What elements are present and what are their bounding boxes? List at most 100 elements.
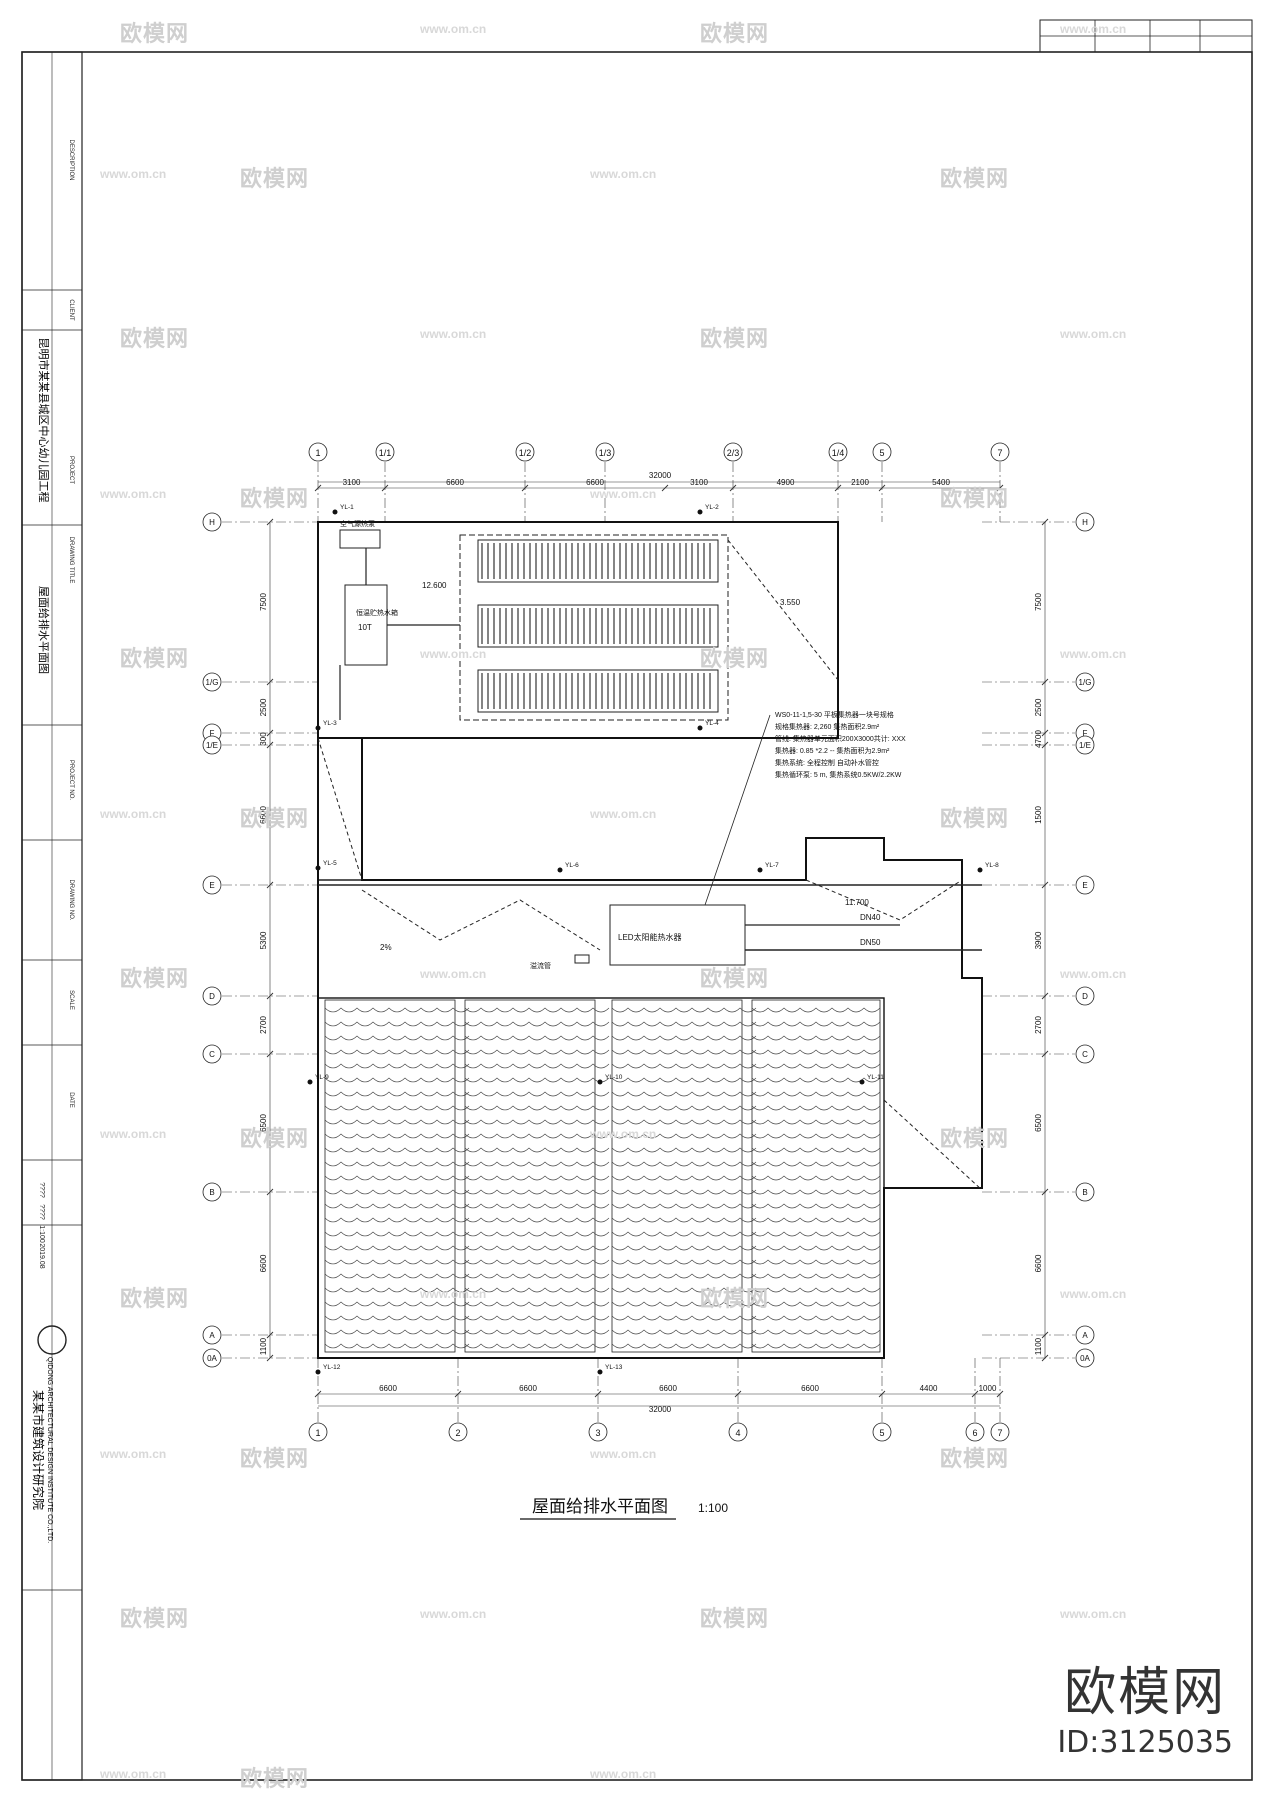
grid-label-right: C [1082,1050,1088,1059]
brand-id: ID:3125035 [1057,1725,1233,1760]
led-solar-water-heater [609,904,746,966]
title-block-row-label: DESCRIPTION [68,139,74,180]
grid-bubble-right [1075,1044,1095,1064]
watermark-domain: www.om.cn [590,1447,657,1461]
equipment-room: 空气源热泵 恒温贮热水箱 10T 12.600 [339,519,460,720]
dim-bottom: 4400 [920,1384,938,1393]
grid-bubble-right [1075,875,1095,895]
grid-label-left: A [209,1331,215,1340]
watermark-domain: www.om.cn [1060,647,1127,661]
watermark-brand: 欧模网 [700,966,770,991]
dim-left: 5300 [259,931,268,949]
grid-label-right: H [1082,518,1088,527]
heater-label: LED太阳能热水器 [618,932,682,942]
pipe-size-label-2: DN50 [860,938,881,947]
watermark-brand: 欧模网 [240,1126,310,1151]
watermark-domain: www.om.cn [590,807,657,821]
watermark-domain: www.om.cn [590,1767,657,1781]
pipe-tag: YL-6 [565,862,579,869]
grid-bubble-bottom [588,1422,608,1442]
dim-right: 2500 [1034,698,1043,716]
grid-bubble-bottom [448,1422,468,1442]
grid-label-left: B [209,1188,214,1197]
roof-drain-mark [557,867,563,873]
title-block-row-label: PROJECT NO. [68,760,74,801]
grid-bubble-left [202,512,222,532]
note-line-5: 集热系统: 全程控制 自动补水管控 [775,758,879,767]
watermark-brand: 欧模网 [240,1446,310,1471]
grid-bubble-right [1075,1348,1095,1368]
dim-bottom: 6600 [801,1384,819,1393]
title-block-row-label: DRAWING TITLE [68,537,74,584]
dim-total-top: 32000 [649,471,672,480]
grid-label-right: E [1082,881,1087,890]
grid-bubble-right [1075,512,1095,532]
pipe-tag: YL-1 [340,504,354,511]
watermark-brand: 欧模网 [700,1606,770,1631]
dim-top: 3100 [343,478,361,487]
roof-drain-mark [597,1369,603,1375]
grid-bubble-top [872,442,892,462]
dim-right: 3900 [1034,931,1043,949]
grid-label-bottom: 5 [879,1428,884,1438]
watermark-brand: 欧模网 [700,326,770,351]
dim-right: 6500 [1034,1114,1043,1132]
grid-label-right: B [1082,1188,1087,1197]
grid-label-top: 1/2 [519,448,532,458]
grid-bubble-bottom [965,1422,985,1442]
dim-bottom: 6600 [659,1384,677,1393]
solar-array-frame [459,534,729,721]
note-line-1: WS0-11-1,5-30 平板集热器一块号规格 [775,710,894,719]
drawing-scale: 1:100 [698,1501,728,1515]
institute-name-cn: 某某市建筑设计研究院 [31,1390,46,1510]
grid-label-left: 0A [207,1354,217,1363]
dim-left: 7500 [259,593,268,611]
grid-bubble-right [1075,1325,1095,1345]
watermark-brand: 欧模网 [940,1446,1010,1471]
middle-equipment: LED太阳能热水器 DN40 DN50 11.700 溢流管 2% 3.550 [317,539,983,1191]
dim-left: 300 [259,732,268,746]
watermark-domain: www.om.cn [1060,22,1127,36]
dim-top: 5400 [932,478,950,487]
watermark-brand: 欧模网 [120,646,190,671]
grid-label-bottom: 3 [595,1428,600,1438]
dim-right: 2700 [1034,1016,1043,1034]
pipe-size-label: DN40 [860,913,881,922]
overflow-valve [574,954,590,964]
grid-label-top: 1/4 [832,448,845,458]
dim-right: 1500 [1034,806,1043,824]
roof-drain-mark [332,509,338,515]
drawing-title: 屋面给排水平面图 [532,1497,668,1516]
dim-left: 6600 [259,1254,268,1272]
grid-bubble-right [1075,735,1095,755]
grid-label-right: F [1083,729,1088,738]
grid-bubble-right [1075,672,1095,692]
roof-tile-pattern [324,999,881,1353]
title-block-value: ???? [38,1182,45,1198]
grid-label-left: D [209,992,215,1001]
roof-drain-mark [697,725,703,731]
grid-label-right: D [1082,992,1088,1001]
title-block-row-label: SCALE [68,990,74,1010]
grid-label-left: E [209,881,214,890]
grid-label-top: 1/1 [379,448,392,458]
watermark-brand: 欧模网 [120,326,190,351]
watermark-brand: 欧模网 [240,166,310,191]
roof-drain-mark [315,1369,321,1375]
watermark-domain: www.om.cn [100,1127,167,1141]
watermark-brand: 欧模网 [240,1766,310,1791]
watermark-brand: 欧模网 [700,1286,770,1311]
grid-bubble-left [202,1348,222,1368]
outer-border [21,51,1253,1781]
dim-left: 6500 [259,1114,268,1132]
dim-total-bottom: 32000 [649,1405,672,1414]
grid-bubble-top [375,442,395,462]
elevation-label-2: 11.700 [845,898,869,907]
watermark-brand: 欧模网 [120,21,190,46]
pipe-tag: YL-8 [985,862,999,869]
pipe-tag: YL-10 [605,1074,623,1081]
dim-right: 6600 [1034,1254,1043,1272]
hot-water-tank-label: 恒温贮热水箱 [356,608,398,617]
dim-left: 6600 [259,806,268,824]
